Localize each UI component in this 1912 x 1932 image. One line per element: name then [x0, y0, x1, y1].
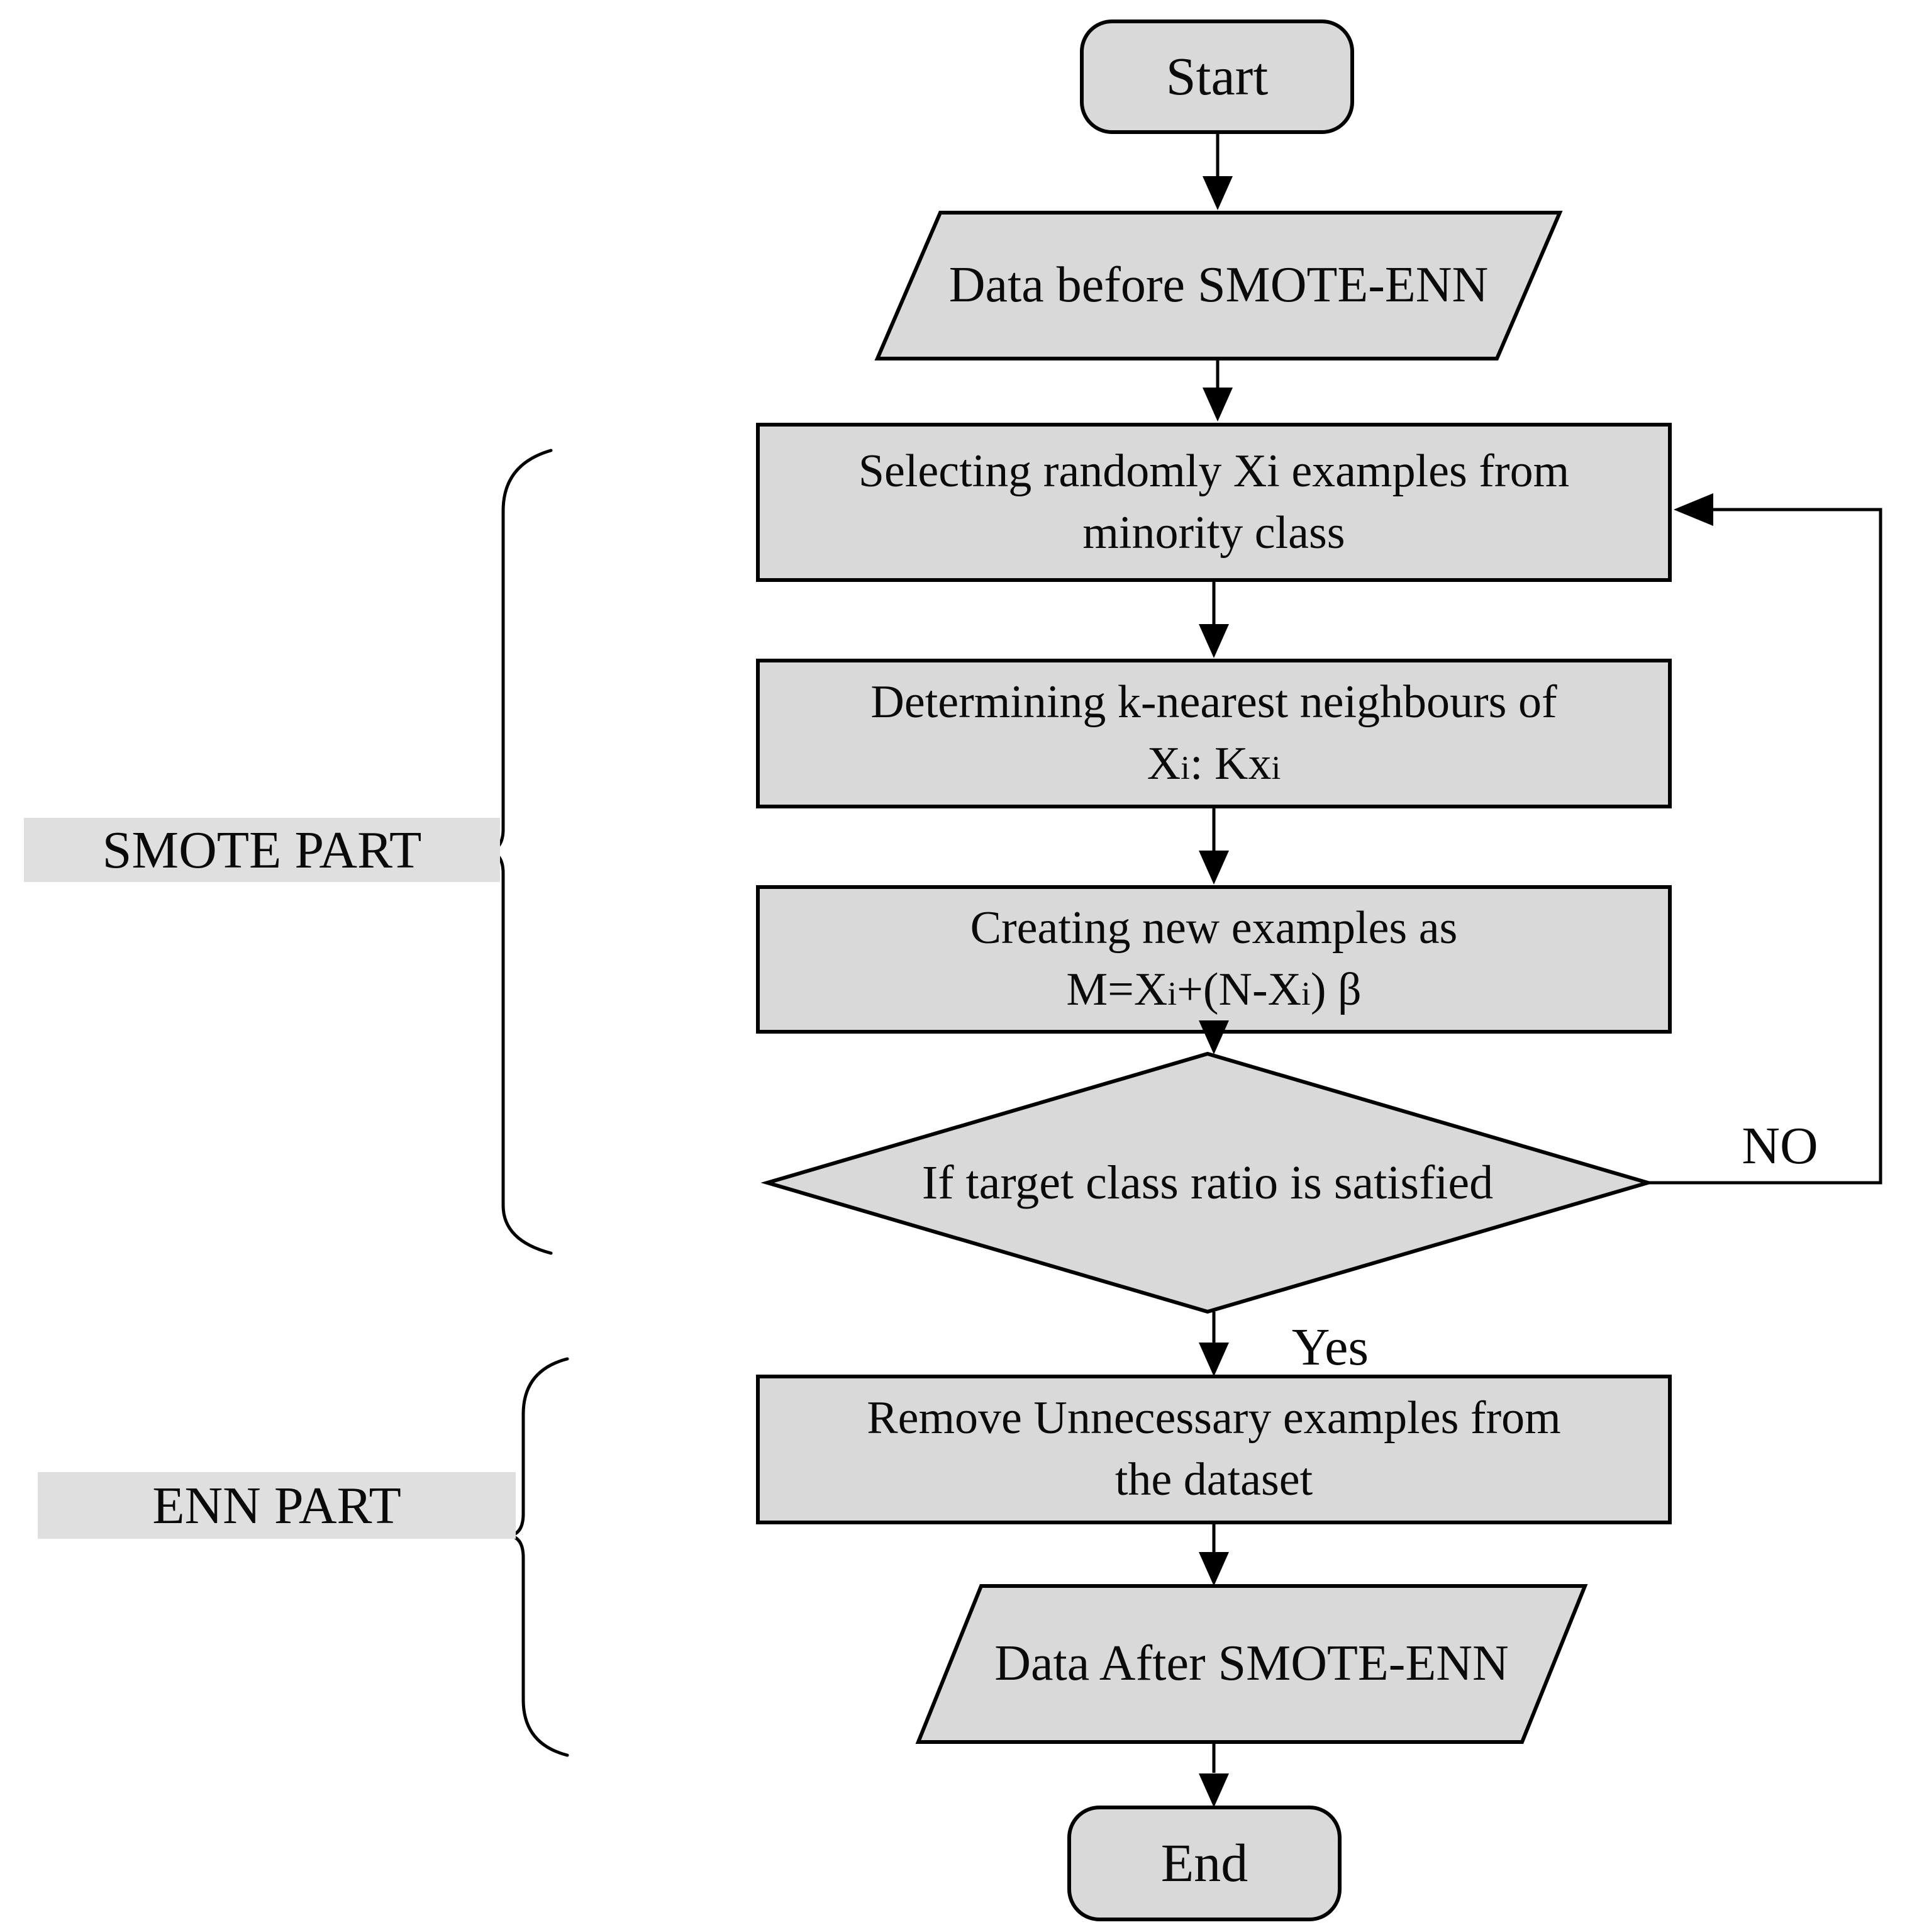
enn-part-label: ENN PART — [152, 1476, 401, 1535]
remove-line2: the dataset — [1114, 1454, 1313, 1505]
data-after-label: Data After SMOTE-ENN — [994, 1636, 1509, 1692]
knn-process-shape — [756, 659, 1672, 808]
decision-diamond-shape — [760, 1051, 1655, 1314]
arrowhead-dataafter — [1199, 1552, 1229, 1586]
arrowhead-no-loop — [1674, 493, 1713, 526]
decision-diamond: If target class ratio is satisfied — [830, 1054, 1585, 1312]
smote-part-band: SMOTE PART — [24, 818, 500, 882]
create-formula: M=Xi+(N-Xi) β — [1066, 959, 1361, 1021]
arrowhead-end — [1199, 1773, 1229, 1807]
formula-beta: ) β — [1310, 964, 1362, 1015]
data-before-label: Data before SMOTE-ENN — [948, 257, 1489, 313]
end-label: End — [1160, 1833, 1248, 1894]
enn-part-band: ENN PART — [38, 1472, 516, 1539]
decision-label: If target class ratio is satisfied — [921, 1156, 1494, 1209]
arrowhead-create — [1199, 851, 1229, 885]
create-process: Creating new examples as M=Xi+(N-Xi) β — [758, 887, 1670, 1032]
end-terminator-shape — [1067, 1806, 1342, 1921]
select-process: Selecting randomly Xi examples from mino… — [758, 425, 1670, 580]
arrowhead-remove — [1199, 1343, 1229, 1376]
no-edge-label: NO — [1698, 1115, 1862, 1178]
data-before-io: Data before SMOTE-ENN — [881, 213, 1557, 359]
arrowhead-select — [1203, 388, 1233, 422]
end-terminator: End — [1069, 1807, 1340, 1919]
no-label-text: NO — [1742, 1116, 1818, 1175]
knn-kx-sub: i — [1271, 749, 1281, 786]
create-line1: Creating new examples as — [970, 902, 1458, 954]
remove-line1: Remove Unnecessary examples from — [867, 1392, 1561, 1444]
arrowhead-decision — [1199, 1020, 1229, 1054]
formula-i1: i — [1167, 975, 1177, 1012]
formula-m: M=X — [1066, 964, 1168, 1015]
remove-process: Remove Unnecessary examples from the dat… — [758, 1376, 1670, 1522]
knn-x: X — [1147, 738, 1181, 790]
formula-i2: i — [1301, 975, 1311, 1012]
start-label: Start — [1165, 46, 1269, 107]
remove-process-shape — [756, 1375, 1672, 1524]
edge-decision-no-loop — [1648, 508, 1882, 1185]
knn-process: Determining k-nearest neighbours of Xi: … — [758, 661, 1670, 807]
yes-edge-label: Yes — [1248, 1316, 1412, 1379]
data-before-parallelogram-shape — [874, 211, 1563, 360]
select-line1: Selecting randomly Xi examples from — [858, 445, 1570, 497]
yes-label-text: Yes — [1291, 1317, 1369, 1376]
data-after-io: Data After SMOTE-ENN — [918, 1586, 1585, 1742]
select-process-shape — [756, 423, 1672, 582]
arrowhead-databefore — [1203, 176, 1233, 210]
start-terminator: Start — [1082, 21, 1352, 132]
formula-mid: +(N-X — [1177, 964, 1302, 1015]
knn-kx: : Kx — [1189, 738, 1272, 790]
create-process-shape — [756, 885, 1672, 1034]
data-after-parallelogram-shape — [915, 1584, 1588, 1744]
arrowhead-knn — [1199, 624, 1229, 658]
enn-part-brace — [509, 1357, 569, 1757]
smote-part-label: SMOTE PART — [102, 820, 422, 879]
select-line2: minority class — [1082, 506, 1345, 559]
knn-line2: Xi: Kxi — [1147, 734, 1281, 795]
knn-x-sub: i — [1181, 749, 1190, 786]
knn-line1: Determining k-nearest neighbours of — [870, 676, 1557, 729]
